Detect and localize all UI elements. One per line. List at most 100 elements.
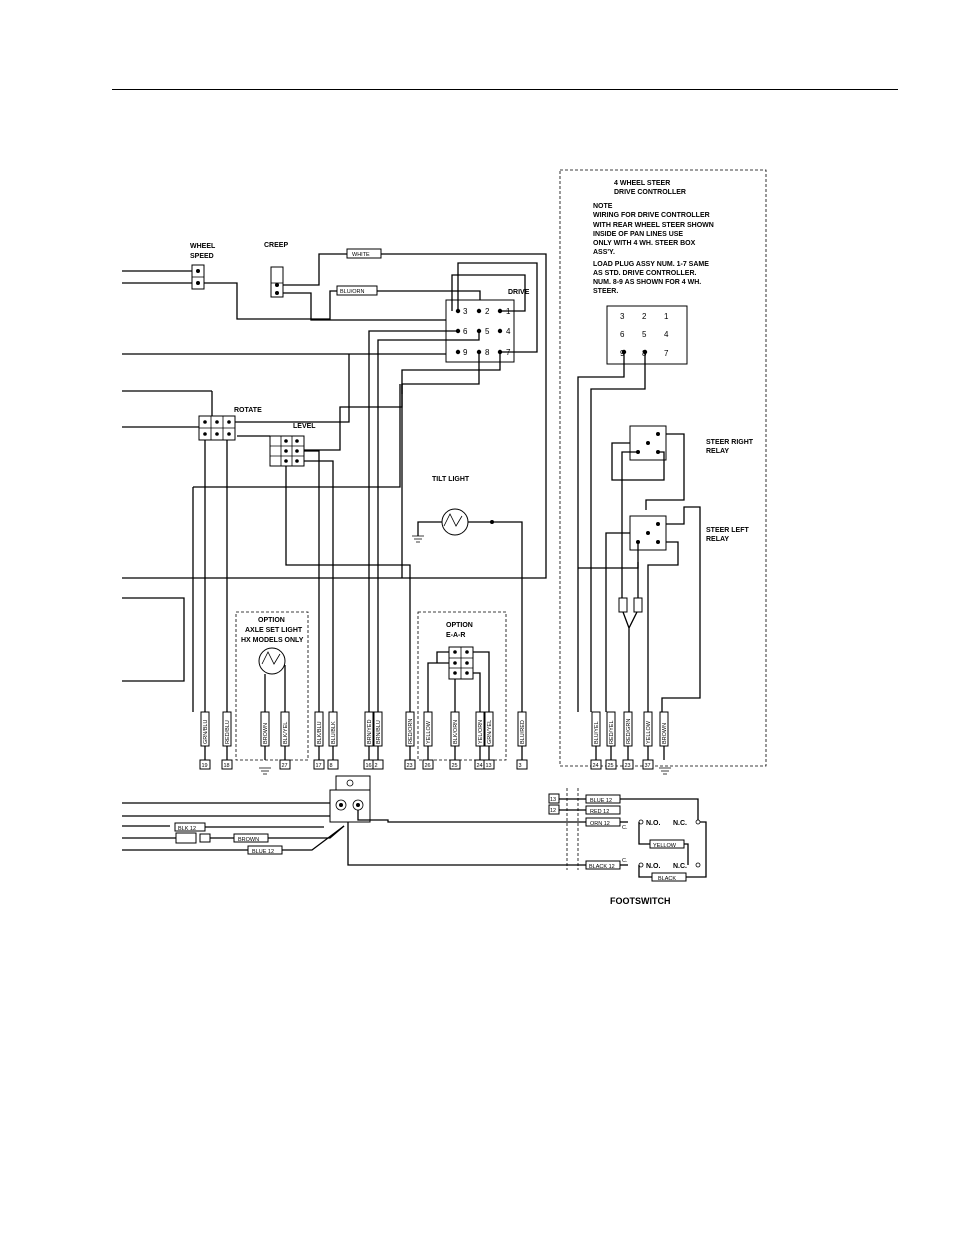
wire-color-label: YELLOW [426, 720, 432, 744]
wire-color-label: BLK/ORN [453, 720, 459, 744]
drive-pin: 5 [485, 327, 490, 336]
wire-level-out [304, 450, 334, 712]
label-steer-right-2: RELAY [706, 448, 729, 455]
note-line: NUM. 8-9 AS SHOWN FOR 4 WH. [593, 279, 701, 286]
wire-wheel-speed-in [122, 270, 192, 284]
bottom-wire: BLU/YEL 24 [590, 711, 602, 770]
steer-pin: 3 [620, 312, 625, 321]
blk-wire-label: BLK 12 [178, 826, 196, 832]
terminal-box [221, 759, 233, 770]
terminal-box [483, 759, 495, 770]
footswitch-wiring: 13 12 BLUE 12 RED 12 ORN 12 C. N.O. N.C.… [548, 788, 707, 882]
label-wheel: WHEEL [190, 243, 216, 250]
note-line: DRIVE CONTROLLER [614, 189, 686, 196]
label-option-axle-2: AXLE SET LIGHT [245, 627, 303, 634]
fs-red-label: RED 12 [590, 809, 609, 815]
label-option-ear-1: OPTION [446, 622, 473, 629]
label-rotate: ROTATE [234, 407, 262, 414]
four-wheel-note: 4 WHEEL STEER DRIVE CONTROLLER NOTE WIRI… [593, 180, 714, 295]
wire-color-label: BRN/BLU [376, 720, 382, 744]
terminal-number: 24 [593, 763, 599, 769]
wire-axle-light [264, 665, 286, 712]
wire-right-relay-1 [645, 433, 685, 510]
fs-no-label: N.O. [646, 820, 660, 827]
terminal-box [590, 759, 602, 770]
wire-color-label: BLU/BLK [331, 721, 337, 744]
terminal-number: 24 [477, 763, 483, 769]
terminal-box [642, 759, 654, 770]
wire-left-relay-2 [605, 532, 630, 712]
wire-drive-5 [377, 331, 480, 712]
bottom-wire: BROWN [260, 711, 270, 760]
note-line: WITH REAR WHEEL STEER SHOWN [593, 222, 714, 229]
steer-pin: 5 [642, 330, 647, 339]
terminal-number: 3 [519, 763, 522, 769]
wire-left-in [122, 353, 446, 428]
wire-steer-9 [577, 352, 625, 712]
wire-color-label: GRN/BLU [203, 720, 209, 744]
fs-orn-label: ORN 12 [590, 821, 610, 827]
terminal-box [516, 759, 528, 770]
drive-pin: 6 [463, 327, 468, 336]
terminal-box [372, 759, 384, 770]
note-line: NOTE [593, 203, 613, 210]
terminal-box [622, 759, 634, 770]
terminal-number: 18 [224, 763, 230, 769]
label-footswitch: FOOTSWITCH [610, 896, 671, 906]
terminal-number: 23 [407, 763, 413, 769]
steer-pin: 1 [664, 312, 669, 321]
steer-pin: 7 [664, 349, 669, 358]
terminal-box [404, 759, 416, 770]
svg-text:N.C.: N.C. [673, 863, 687, 870]
wire-ear-left [427, 651, 449, 712]
terminal-number: 25 [452, 763, 458, 769]
terminal-box [313, 759, 325, 770]
wire-color-label: BLU/YEL [594, 721, 600, 744]
wire-right-relay-3 [621, 451, 638, 598]
terminal-number: 19 [202, 763, 208, 769]
label-steer-right-1: STEER RIGHT [706, 439, 754, 446]
ear-connector [448, 646, 474, 680]
label-option-ear-2: E-A-R [446, 632, 465, 639]
level-connector [269, 435, 305, 467]
note-line: STEER. [593, 288, 618, 295]
svg-text:12: 12 [550, 808, 556, 814]
rotate-connector [198, 415, 236, 441]
terminal-number: 26 [425, 763, 431, 769]
wire-left-loop [122, 597, 185, 682]
note-line: ONLY WITH 4 WH. STEER BOX [593, 240, 696, 247]
diode-pair [618, 562, 643, 712]
steer-right-relay [629, 425, 667, 461]
wire-rotate-down [204, 440, 228, 712]
note-line: INSIDE OF PAN LINES USE [593, 231, 683, 238]
wire-color-label: RED/BLU [225, 720, 231, 744]
wire-lower-left [122, 802, 330, 827]
blue-wire-label: BLUE 12 [252, 849, 274, 855]
note-line: WIRING FOR DRIVE CONTROLLER [593, 212, 710, 219]
svg-text:N.O.: N.O. [646, 863, 660, 870]
note-line: LOAD PLUG ASSY NUM. 1-7 SAME [593, 261, 709, 268]
terminal-number: 25 [608, 763, 614, 769]
fs-yellow-label: YELLOW [653, 843, 677, 849]
bluorn-wire-label: BLU/ORN [340, 289, 364, 295]
wire-steer-8 [590, 352, 646, 712]
brown-wire-label: BROWN [238, 837, 259, 843]
wire-color-label: GRN/YEL [487, 720, 493, 744]
fs-black-label: BLACK 12 [589, 864, 615, 870]
svg-text:C.: C. [622, 858, 628, 864]
note-line: ASS'Y. [593, 249, 615, 256]
terminal-number: 2 [375, 763, 378, 769]
wire-to-black [347, 822, 586, 866]
wire-color-label: YELLOW [646, 720, 652, 744]
terminal-number: 27 [282, 763, 288, 769]
wire-drive-7 [401, 352, 501, 394]
wire-tilt-out [468, 521, 523, 712]
drive-pin: 9 [463, 348, 468, 357]
